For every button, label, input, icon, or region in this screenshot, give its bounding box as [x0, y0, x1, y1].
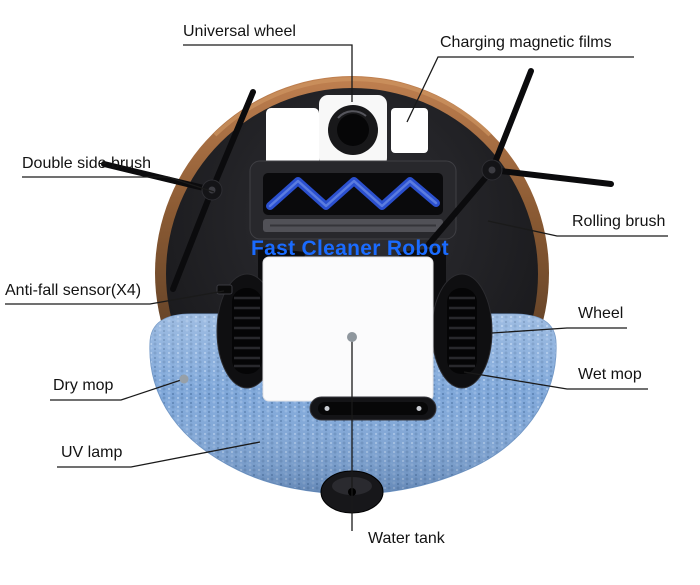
top-plates	[266, 95, 428, 167]
right-tire-treads	[449, 296, 475, 368]
charging-film-right	[391, 108, 428, 153]
right-side-brush	[426, 68, 614, 247]
universal-wheel-highlight	[337, 110, 367, 119]
universal-wheel-hub	[337, 114, 369, 146]
rolling-brush-bristle-highlight	[268, 179, 438, 208]
label-rolling-brush: Rolling brush	[572, 213, 666, 230]
leader-anti-fall-sensor	[5, 290, 225, 305]
label-wet-mop: Wet mop	[578, 366, 642, 383]
label-charging-magnetic-films: Charging magnetic films	[440, 34, 612, 51]
leader-charging-films	[406, 56, 634, 123]
water-outlet-slot	[318, 402, 428, 415]
product-title: Fast Cleaner Robot	[251, 237, 449, 260]
leader-uv-lamp	[57, 441, 261, 468]
leader-double-side-brush	[22, 176, 215, 193]
label-wheel: Wheel	[578, 305, 624, 322]
leader-rolling-brush	[487, 220, 668, 237]
dry-mop-anchor-dot	[179, 374, 189, 384]
label-anti-fall-sensor: Anti-fall sensor(X4)	[5, 282, 142, 299]
right-tire	[447, 288, 477, 374]
charging-film-left	[266, 108, 319, 167]
anti-fall-sensor-window	[216, 284, 233, 295]
left-tire-treads	[234, 296, 260, 368]
leader-wet-mop	[463, 371, 648, 390]
outlet-pin-right	[416, 406, 422, 411]
brush-window	[263, 173, 443, 215]
water-tank-anchor-dot	[347, 332, 357, 342]
left-wheel	[216, 273, 278, 389]
leader-lines	[5, 44, 668, 531]
right-brush-hub-center	[488, 166, 496, 174]
rolling-brush-assembly	[249, 160, 457, 240]
water-tank-plate	[262, 256, 437, 421]
label-water-tank: Water tank	[368, 530, 445, 547]
label-double-side-brush: Double side brush	[22, 155, 151, 172]
label-universal-wheel: Universal wheel	[183, 23, 296, 40]
label-dry-mop: Dry mop	[53, 377, 114, 394]
leader-dry-mop	[50, 379, 182, 401]
right-wheel	[431, 273, 493, 389]
leader-wheel	[491, 327, 627, 334]
label-uv-lamp: UV lamp	[61, 444, 123, 461]
outlet-pin-left	[324, 406, 330, 411]
left-tire	[232, 288, 262, 374]
leader-universal-wheel	[183, 44, 353, 102]
